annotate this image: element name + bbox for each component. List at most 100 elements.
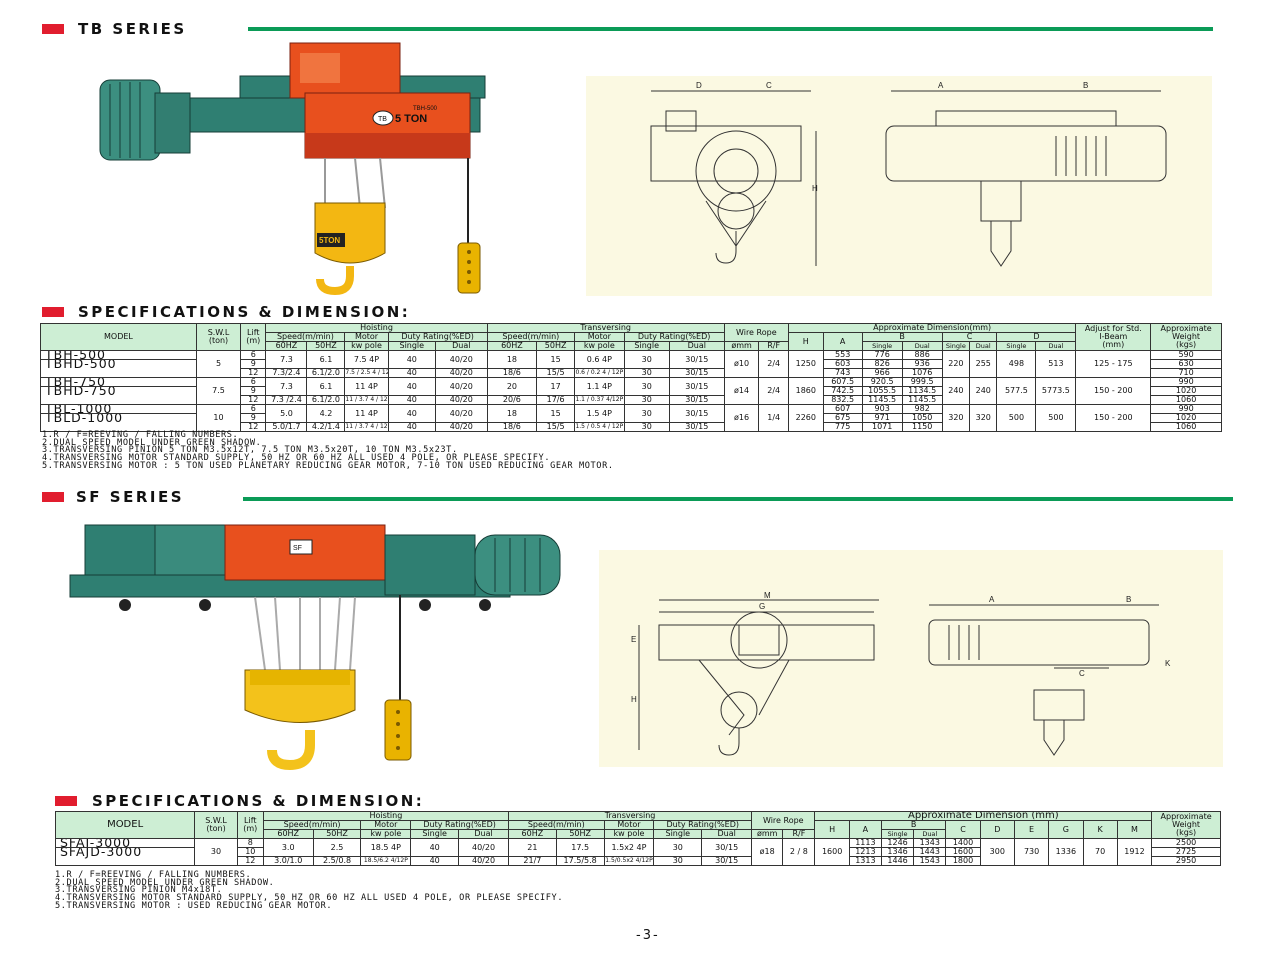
dim-label-h: H	[812, 184, 818, 193]
table-cell: 240	[941, 377, 971, 405]
table-cell: 40	[387, 395, 436, 405]
table-cell: 1250	[787, 350, 824, 378]
table-cell: 2.5	[312, 838, 362, 857]
label-text: (m)	[243, 824, 258, 833]
table-header-cell: Duty Rating(%ED)	[653, 820, 753, 830]
table-cell: 630	[1150, 359, 1222, 369]
label-text: (ton)	[206, 824, 226, 833]
table-cell: 10	[195, 404, 242, 432]
table-cell: 1400	[945, 838, 981, 848]
table-cell: 7.3	[265, 377, 308, 396]
col-transversing: Transversing	[507, 811, 753, 821]
table-header-cell: Dual	[458, 829, 509, 839]
table-cell: 607.5	[822, 377, 863, 387]
table-cell: 903	[861, 404, 903, 414]
table-header-cell: D	[996, 332, 1077, 342]
table-cell: 10	[236, 847, 264, 857]
table-cell: 1246	[880, 838, 915, 848]
sf-dimension-diagram: M G E H A B C K	[599, 550, 1223, 767]
table-cell: 1050	[901, 413, 943, 423]
label-text: Approximate	[1160, 324, 1212, 333]
table-header-cell: kw pole	[360, 829, 412, 839]
table-cell: 1800	[945, 856, 981, 866]
table-header-cell: G	[1048, 820, 1084, 839]
table-cell: 577.5	[996, 377, 1037, 405]
table-header-cell: kw pole	[574, 341, 625, 351]
label-text: (kgs)	[1176, 340, 1197, 349]
table-cell: 743	[822, 368, 863, 378]
table-header-cell: Motor	[360, 820, 412, 830]
note-line: 5.TRANSVERSING MOTOR : USED REDUCING GEA…	[55, 900, 333, 911]
table-header-cell: Single	[861, 341, 903, 351]
table-cell: 30	[194, 838, 238, 866]
table-cell: 30	[623, 422, 670, 432]
table-header-cell: 50HZ	[306, 341, 346, 351]
table-header-cell: R/F	[758, 341, 789, 351]
table-header-cell: Dual	[901, 341, 943, 351]
table-cell: 607	[822, 404, 863, 414]
table-cell: 1343	[913, 838, 947, 848]
section-marker	[55, 796, 77, 806]
table-cell: 1860	[787, 377, 824, 405]
table-cell: 15/5	[536, 368, 576, 378]
note-line: 3.TRANSVERSING PINION M4x18T.	[55, 885, 223, 896]
table-cell: 3.0/1.0	[262, 856, 314, 866]
table-cell: 40	[387, 377, 436, 396]
table-cell: TBHD-750	[40, 386, 197, 405]
tb-notes: 1.R / F=REEVING / FALLING NUMBERS. 2.DUA…	[42, 431, 614, 471]
table-header-cell: Dual	[668, 341, 725, 351]
table-cell: 826	[861, 359, 903, 369]
table-cell: 7.3	[265, 350, 308, 369]
table-cell: 0.6 / 0.2 4 / 12P	[574, 368, 625, 378]
dim-label-d: D	[696, 81, 702, 90]
table-cell: 30/15	[668, 368, 725, 378]
table-cell: 320	[969, 404, 998, 432]
table-cell: 40/20	[434, 350, 488, 369]
table-cell: 1543	[913, 856, 947, 866]
table-header-cell: Motor	[574, 332, 625, 342]
table-cell: 11 / 3.7 4 / 12P	[344, 422, 389, 432]
table-header-cell: Speed(m/min)	[486, 332, 576, 342]
table-cell: 17	[536, 377, 576, 396]
table-cell: 1600	[945, 847, 981, 857]
table-cell: 17/6	[536, 395, 576, 405]
table-cell: 6	[240, 404, 267, 414]
table-cell: 30	[623, 377, 670, 396]
table-cell: 220	[941, 350, 971, 378]
table-cell: 40/20	[434, 377, 488, 396]
table-header-cell: Single	[387, 341, 436, 351]
table-cell: 7.5 4P	[344, 350, 389, 369]
table-header-cell: H	[787, 332, 824, 351]
note-line: 4.TRANSVERSING MOTOR STANDARD SUPPLY, 50…	[55, 893, 564, 904]
table-cell: 1.5x2 4P	[603, 838, 655, 857]
table-header-cell: Dual	[969, 341, 998, 351]
table-header-cell: Single	[653, 829, 703, 839]
table-header-cell: 60HZ	[486, 341, 538, 351]
note-line: 2.DUAL SPEED MODEL UNDER GREEN SHADOW.	[42, 437, 262, 448]
table-cell: TBH-500	[40, 350, 197, 360]
table-cell: 18/6	[486, 368, 538, 378]
label-text: Approximate	[1160, 812, 1212, 821]
col-wire-rope: Wire Rope	[751, 811, 816, 830]
table-header-cell: Dual	[701, 829, 753, 839]
section-rule	[243, 497, 1233, 501]
table-cell: 15	[536, 404, 576, 423]
table-header-cell: C	[941, 332, 998, 342]
dim-label-e: E	[631, 635, 636, 644]
table-cell: 1055.5	[861, 386, 903, 396]
table-cell: 18.5 4P	[360, 838, 412, 857]
table-cell: 1150	[901, 422, 943, 432]
dim-label-b: B	[1126, 595, 1131, 604]
table-cell: 18	[486, 350, 538, 369]
table-cell: 742.5	[822, 386, 863, 396]
col-lift: Lift(m)	[240, 323, 267, 351]
sf-notes: 1.R / F=REEVING / FALLING NUMBERS. 2.DUA…	[55, 871, 564, 911]
table-cell: 30/15	[668, 404, 725, 423]
table-cell: 21	[507, 838, 557, 857]
table-cell: 6	[240, 377, 267, 387]
section-marker	[42, 307, 64, 317]
